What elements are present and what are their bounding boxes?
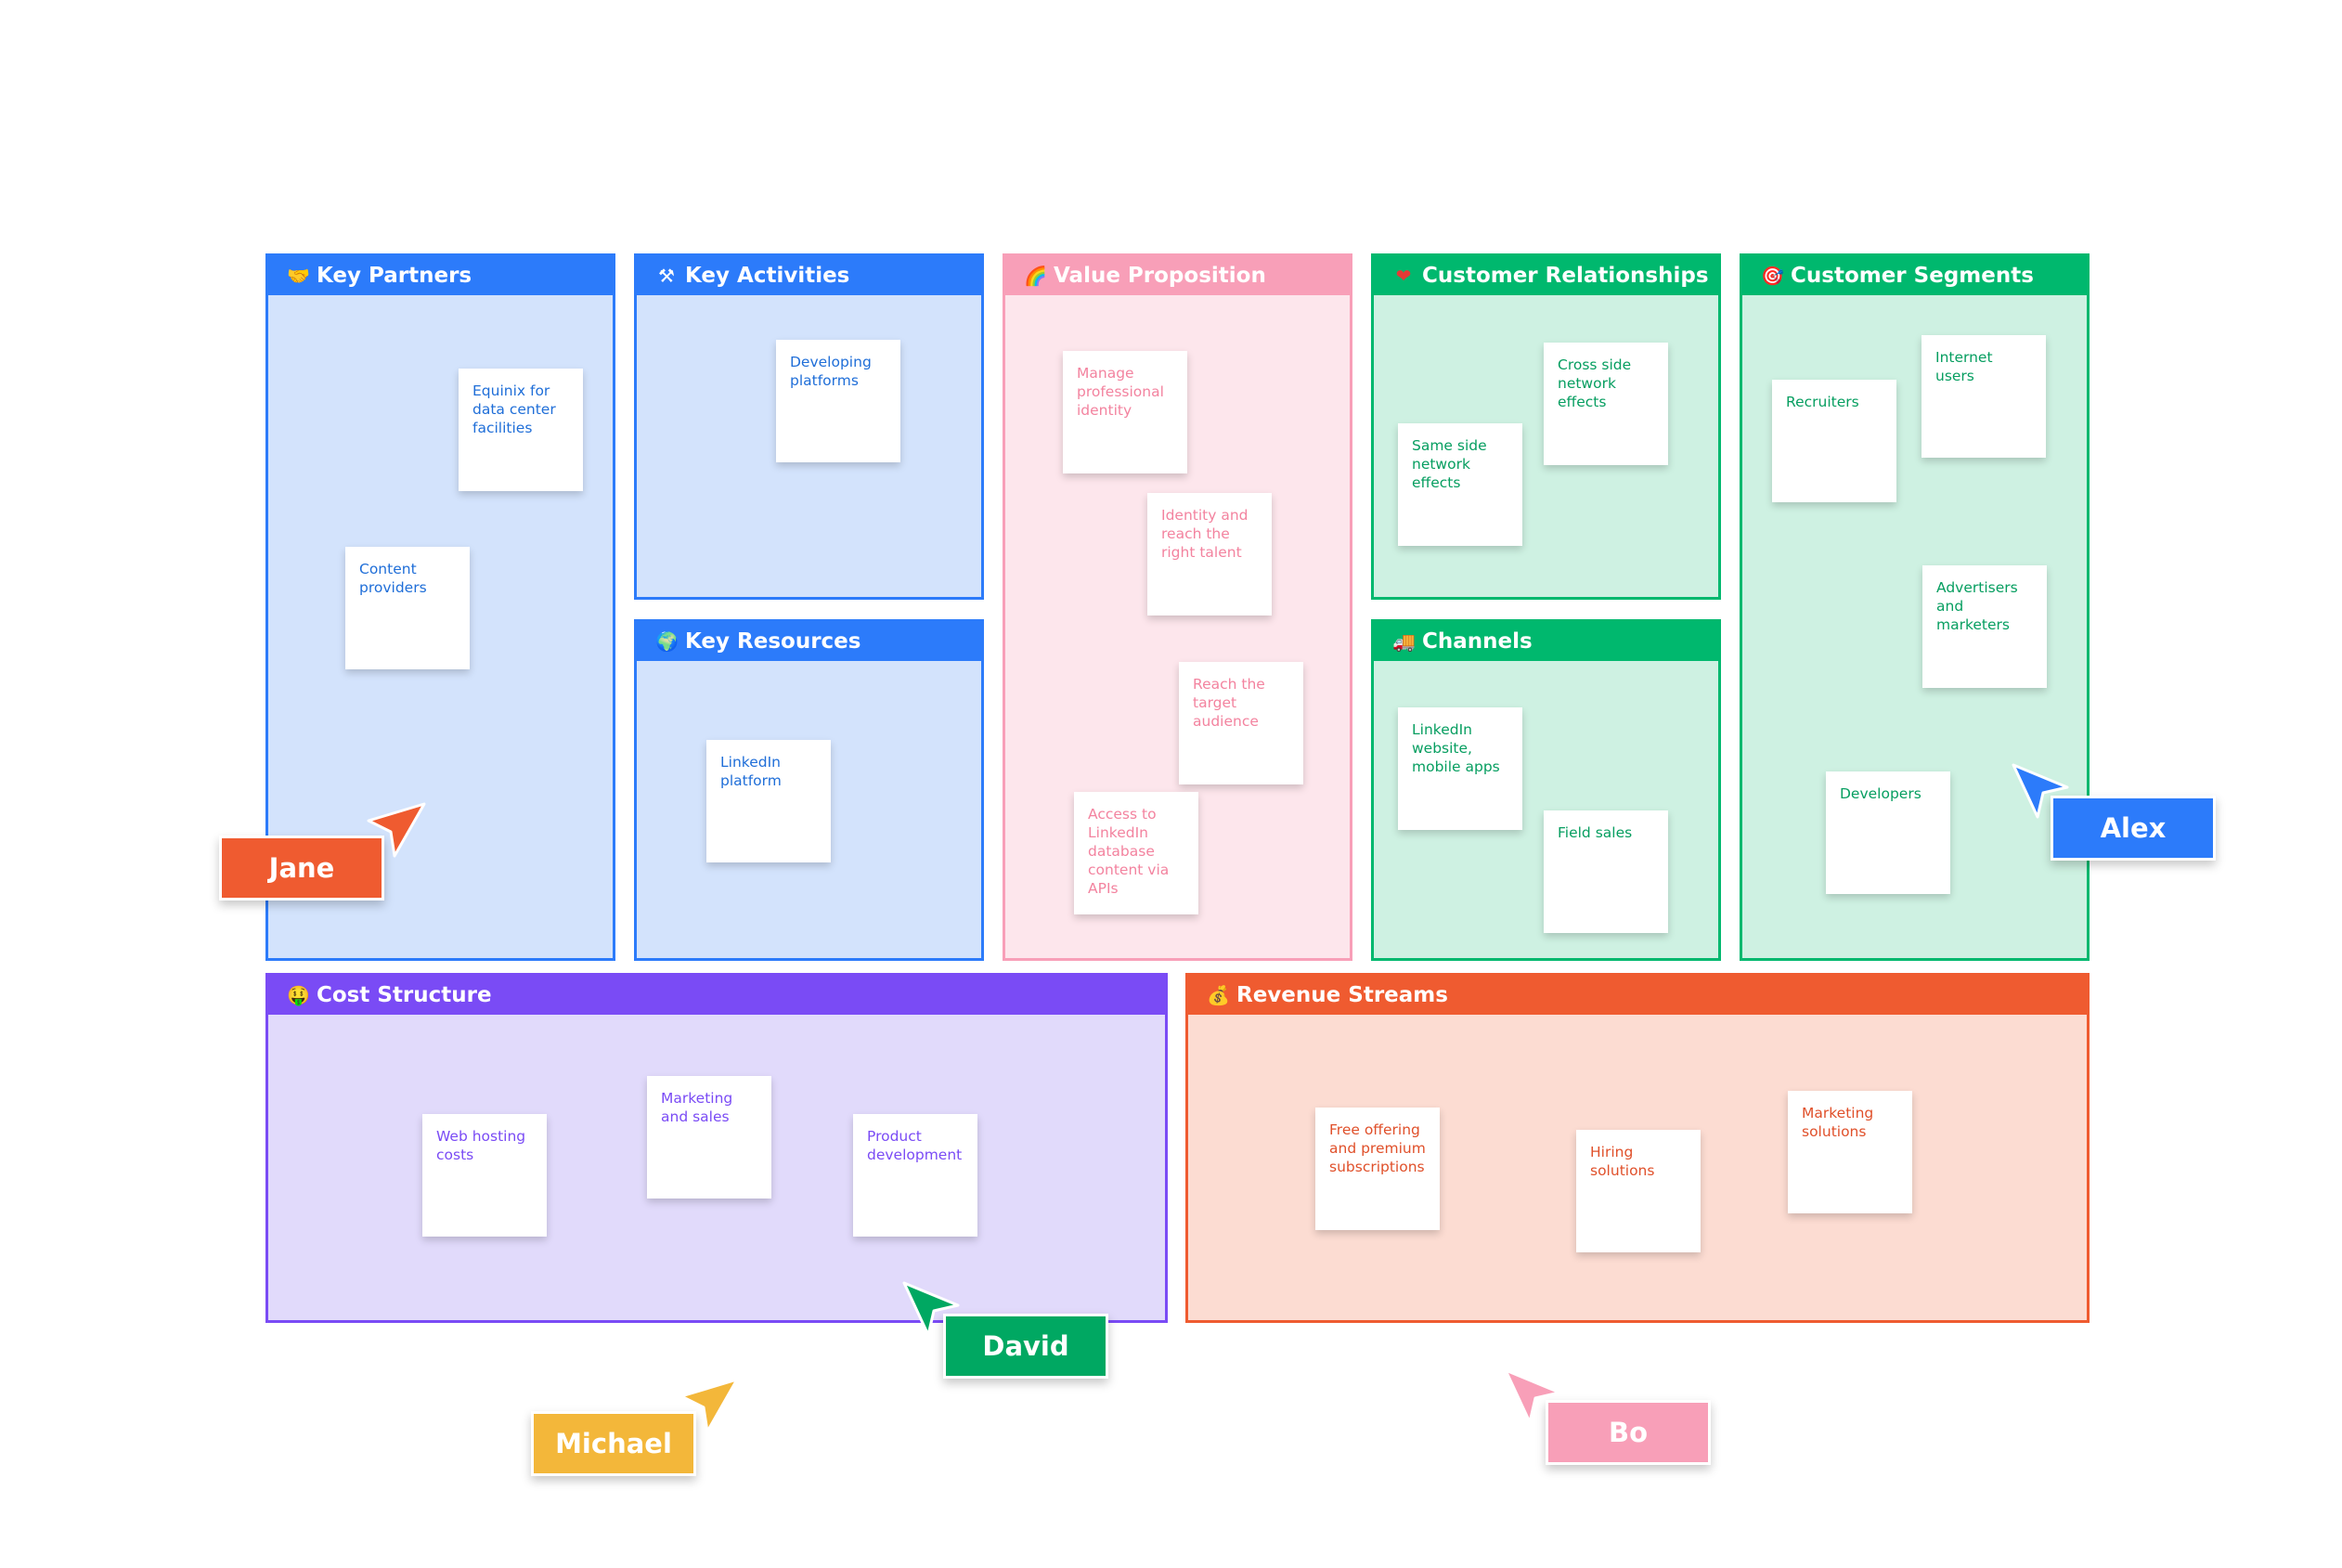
collaborator-tag-david: David <box>943 1314 1108 1379</box>
sticky-note[interactable]: Product development <box>853 1114 977 1237</box>
panel-title: Channels <box>1422 629 1533 654</box>
panel-title: Key Activities <box>685 264 850 288</box>
collaborator-tag-michael: Michael <box>531 1411 696 1476</box>
panel-channels: 🚚 Channels LinkedIn website, mobile apps… <box>1371 619 1721 961</box>
panel-header: ❤ Customer Relationships <box>1374 256 1718 295</box>
rainbow-icon: 🌈 <box>1024 265 1047 287</box>
sticky-note[interactable]: Internet users <box>1921 335 2046 458</box>
panel-title: Cost Structure <box>317 983 492 1007</box>
sticky-note[interactable]: Access to LinkedIn database content via … <box>1074 792 1198 914</box>
sticky-note[interactable]: Same side network effects <box>1398 423 1522 546</box>
panel-key-resources: 🌍 Key Resources LinkedIn platform <box>634 619 984 961</box>
collaborator-tag-bo: Bo <box>1546 1400 1711 1465</box>
collaborator-tag-jane: Jane <box>219 836 384 901</box>
panel-customer-relationships: ❤ Customer Relationships Cross side netw… <box>1371 253 1721 600</box>
panel-header: 🎯 Customer Segments <box>1742 256 2087 295</box>
panel-customer-segments: 🎯 Customer Segments Internet users Recru… <box>1740 253 2090 961</box>
panel-key-activities: ⚒ Key Activities Developing platforms <box>634 253 984 600</box>
sticky-note[interactable]: Identity and reach the right talent <box>1147 493 1272 616</box>
panel-revenue-streams: 💰 Revenue Streams Free offering and prem… <box>1185 973 2090 1323</box>
collaborator-tag-alex: Alex <box>2051 796 2216 861</box>
globe-icon: 🌍 <box>655 630 679 653</box>
sticky-note[interactable]: Free offering and premium subscriptions <box>1315 1108 1440 1230</box>
sticky-note[interactable]: Web hosting costs <box>422 1114 547 1237</box>
handshake-icon: 🤝 <box>287 265 310 287</box>
panel-title: Customer Relationships <box>1422 264 1709 288</box>
panel-title: Customer Segments <box>1791 264 2034 288</box>
panel-title: Key Partners <box>317 264 472 288</box>
panel-header: 🤝 Key Partners <box>268 256 613 295</box>
hammer-wrench-icon: ⚒ <box>658 265 675 287</box>
panel-header: 🤑 Cost Structure <box>268 976 1165 1015</box>
truck-icon: 🚚 <box>1392 630 1416 653</box>
bo-cursor-icon <box>1502 1367 1562 1427</box>
panel-value-proposition: 🌈 Value Proposition Manage professional … <box>1003 253 1352 961</box>
sticky-note[interactable]: Developers <box>1826 771 1950 894</box>
money-bag-icon: 💰 <box>1207 984 1230 1006</box>
heart-icon: ❤ <box>1395 265 1412 287</box>
sticky-note[interactable]: Recruiters <box>1772 380 1896 502</box>
sticky-note[interactable]: LinkedIn website, mobile apps <box>1398 707 1522 830</box>
sticky-note[interactable]: Field sales <box>1544 810 1668 933</box>
panel-header: 🌈 Value Proposition <box>1005 256 1350 295</box>
sticky-note[interactable]: Reach the target audience <box>1179 662 1303 784</box>
panel-header: 🌍 Key Resources <box>637 622 981 661</box>
sticky-note[interactable]: Equinix for data center facilities <box>459 369 583 491</box>
money-face-icon: 🤑 <box>287 984 310 1006</box>
target-icon: 🎯 <box>1761 265 1784 287</box>
michael-cursor-icon <box>679 1376 740 1436</box>
panel-cost-structure: 🤑 Cost Structure Marketing and sales Web… <box>265 973 1168 1323</box>
sticky-note[interactable]: Manage professional identity <box>1063 351 1187 473</box>
sticky-note[interactable]: LinkedIn platform <box>706 740 831 862</box>
sticky-note[interactable]: Content providers <box>345 547 470 669</box>
sticky-note[interactable]: Marketing and sales <box>647 1076 771 1199</box>
sticky-note[interactable]: Cross side network effects <box>1544 343 1668 465</box>
david-cursor-icon <box>900 1279 961 1340</box>
panel-title: Revenue Streams <box>1236 983 1448 1007</box>
panel-header: 💰 Revenue Streams <box>1188 976 2087 1015</box>
panel-title: Key Resources <box>685 629 861 654</box>
panel-title: Value Proposition <box>1054 264 1266 288</box>
panel-header: 🚚 Channels <box>1374 622 1718 661</box>
sticky-note[interactable]: Marketing solutions <box>1788 1091 1912 1213</box>
sticky-note[interactable]: Advertisers and marketers <box>1922 565 2047 688</box>
alex-cursor-icon <box>2010 761 2070 822</box>
sticky-note[interactable]: Developing platforms <box>776 340 900 462</box>
jane-cursor-icon <box>367 800 427 861</box>
sticky-note[interactable]: Hiring solutions <box>1576 1130 1701 1252</box>
panel-header: ⚒ Key Activities <box>637 256 981 295</box>
